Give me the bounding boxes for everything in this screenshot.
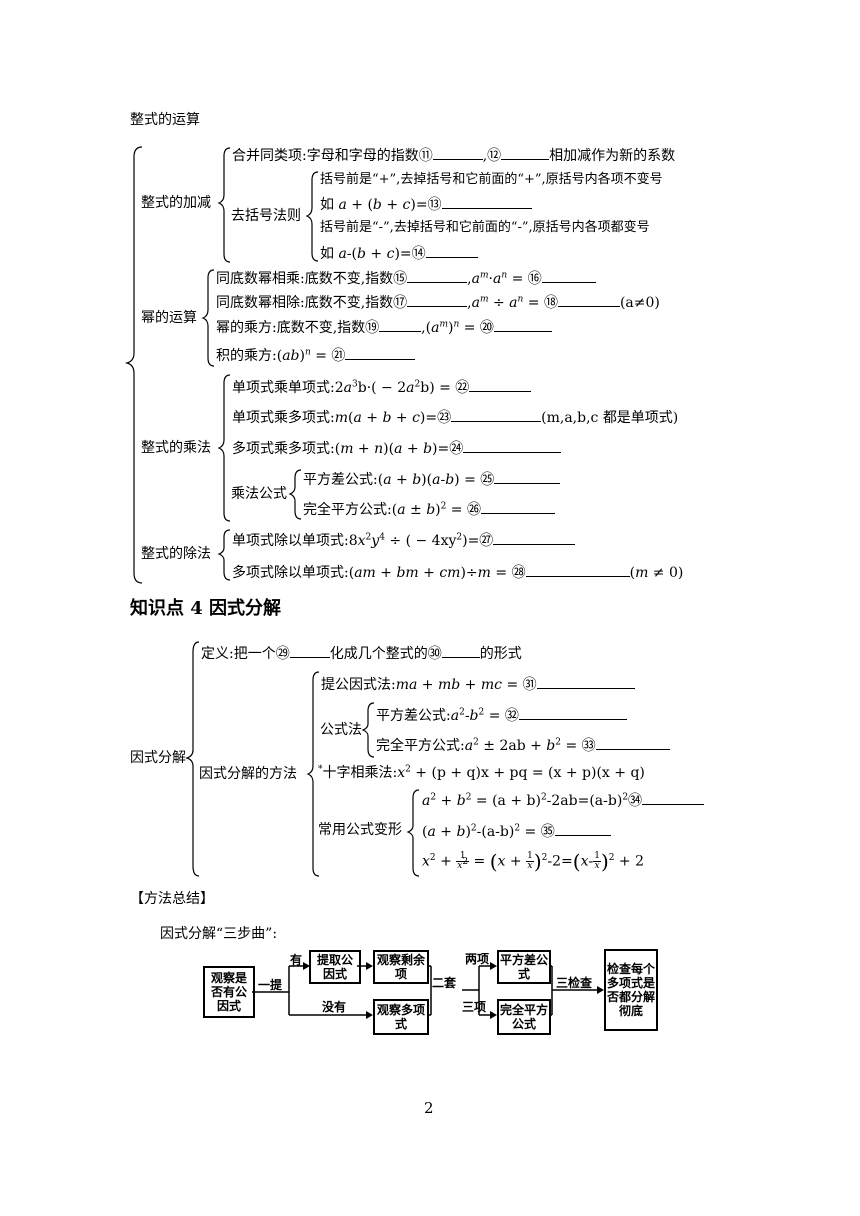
flow-box-extract-common-factor: 提取公因式 bbox=[309, 950, 361, 984]
difference-of-squares: 平方差公式:(a + b)(a-b) = ㉕ bbox=[303, 471, 561, 488]
bracket-plus-example: 如 a + (b + c)=⑬ bbox=[320, 196, 532, 213]
flow-box-check-fully-factored: 检查每个多项式是否都分解彻底 bbox=[604, 949, 658, 1031]
factorization-methods-label: 因式分解的方法 bbox=[199, 766, 297, 782]
mul-row-2: 单项式乘多项式:m(a + b + c)=㉓(m,a,b,c 都是单项式) bbox=[232, 410, 679, 426]
flow-label-step-two: 二套 bbox=[432, 976, 457, 990]
knowledge-point-heading: 知识点 4 因式分解 bbox=[130, 598, 282, 619]
mul-row-1: 单项式乘单项式:2a3b·( − 2a2b) = ㉒ bbox=[232, 379, 532, 396]
flow-label-step-three: 三检查 bbox=[556, 976, 593, 990]
flow-box-check-common-factor: 观察是否有公因式 bbox=[203, 966, 255, 1018]
method-summary-title: 【方法总结】 bbox=[130, 891, 214, 907]
power-label: 幂的运算 bbox=[141, 310, 197, 326]
power-row-1: 同底数幂相乘:底数不变,指数⑮,am·an = ⑯ bbox=[216, 270, 596, 287]
bracket-plus-rule: 括号前是“+”,去掉括号和它前面的“+”,原括号内各项不变号 bbox=[320, 172, 663, 187]
bracket-minus-example: 如 a-(b + c)=⑭ bbox=[320, 245, 478, 262]
factor-perfect-square: 完全平方公式:a2 ± 2ab + b2 = ㉝ bbox=[376, 737, 670, 754]
section-title: 整式的运算 bbox=[130, 112, 200, 128]
flow-label-no: 没有 bbox=[322, 1000, 347, 1014]
common-factor-method: 提公因式法:ma + mb + mc = ㉛ bbox=[321, 676, 635, 693]
flow-label-yes: 有 bbox=[290, 953, 303, 967]
common-transforms-label: 常用公式变形 bbox=[318, 822, 402, 838]
add-sub-label: 整式的加减 bbox=[141, 195, 211, 211]
division-label: 整式的除法 bbox=[141, 546, 211, 562]
bracket-rule-label: 去括号法则 bbox=[231, 208, 301, 224]
bracket-minus-rule: 括号前是“-”,去掉括号和它前面的“-”,原括号内各项都变号 bbox=[320, 220, 650, 235]
power-row-2: 同底数幂相除:底数不变,指数⑰,am ÷ an = ⑱(a≠0) bbox=[216, 294, 660, 311]
flow-label-step-one: 一提 bbox=[258, 978, 283, 992]
transform-2: (a + b)2-(a-b)2 = ㉟ bbox=[422, 823, 611, 840]
transform-1: a2 + b2 = (a + b)2-2ab=(a-b)2㉞ bbox=[422, 792, 705, 809]
page-number: 2 bbox=[424, 1099, 434, 1117]
flow-box-observe-remaining: 观察剩余项 bbox=[373, 950, 429, 984]
div-row-1: 单项式除以单项式:8x2y4 ÷ ( − 4xy2)=㉗ bbox=[232, 532, 576, 549]
flow-label-three-terms: 三项 bbox=[462, 1000, 487, 1014]
flow-box-perfect-square: 完全平方公式 bbox=[497, 999, 551, 1035]
power-row-3: 幂的乘方:底数不变,指数⑲,(am)n = ⑳ bbox=[216, 319, 552, 336]
perfect-square: 完全平方公式:(a ± b)2 = ㉖ bbox=[303, 501, 555, 518]
factor-diff-squares: 平方差公式:a2-b2 = ㉜ bbox=[376, 707, 627, 724]
formula-method-label: 公式法 bbox=[320, 722, 362, 738]
multiplication-label: 整式的乘法 bbox=[141, 440, 211, 456]
factorization-label: 因式分解 bbox=[130, 750, 186, 766]
flow-label-two-terms: 两项 bbox=[465, 952, 490, 966]
div-row-2: 多项式除以单项式:(am + bm + cm)÷m = ㉘(m ≠ 0) bbox=[232, 565, 684, 581]
cross-multiplication-method: *十字相乘法:x2 + (p + q)x + pq = (x + p)(x + … bbox=[318, 764, 645, 781]
flow-box-observe-polynomial: 观察多项式 bbox=[373, 999, 429, 1035]
mul-formula-label: 乘法公式 bbox=[231, 486, 287, 502]
flow-box-diff-squares: 平方差公式 bbox=[497, 950, 551, 984]
mul-row-3: 多项式乘多项式:(m + n)(a + b)=㉔ bbox=[232, 440, 562, 457]
three-steps-title: 因式分解“三步曲”: bbox=[160, 926, 278, 942]
power-row-4: 积的乘方:(ab)n = ㉑ bbox=[216, 347, 416, 364]
